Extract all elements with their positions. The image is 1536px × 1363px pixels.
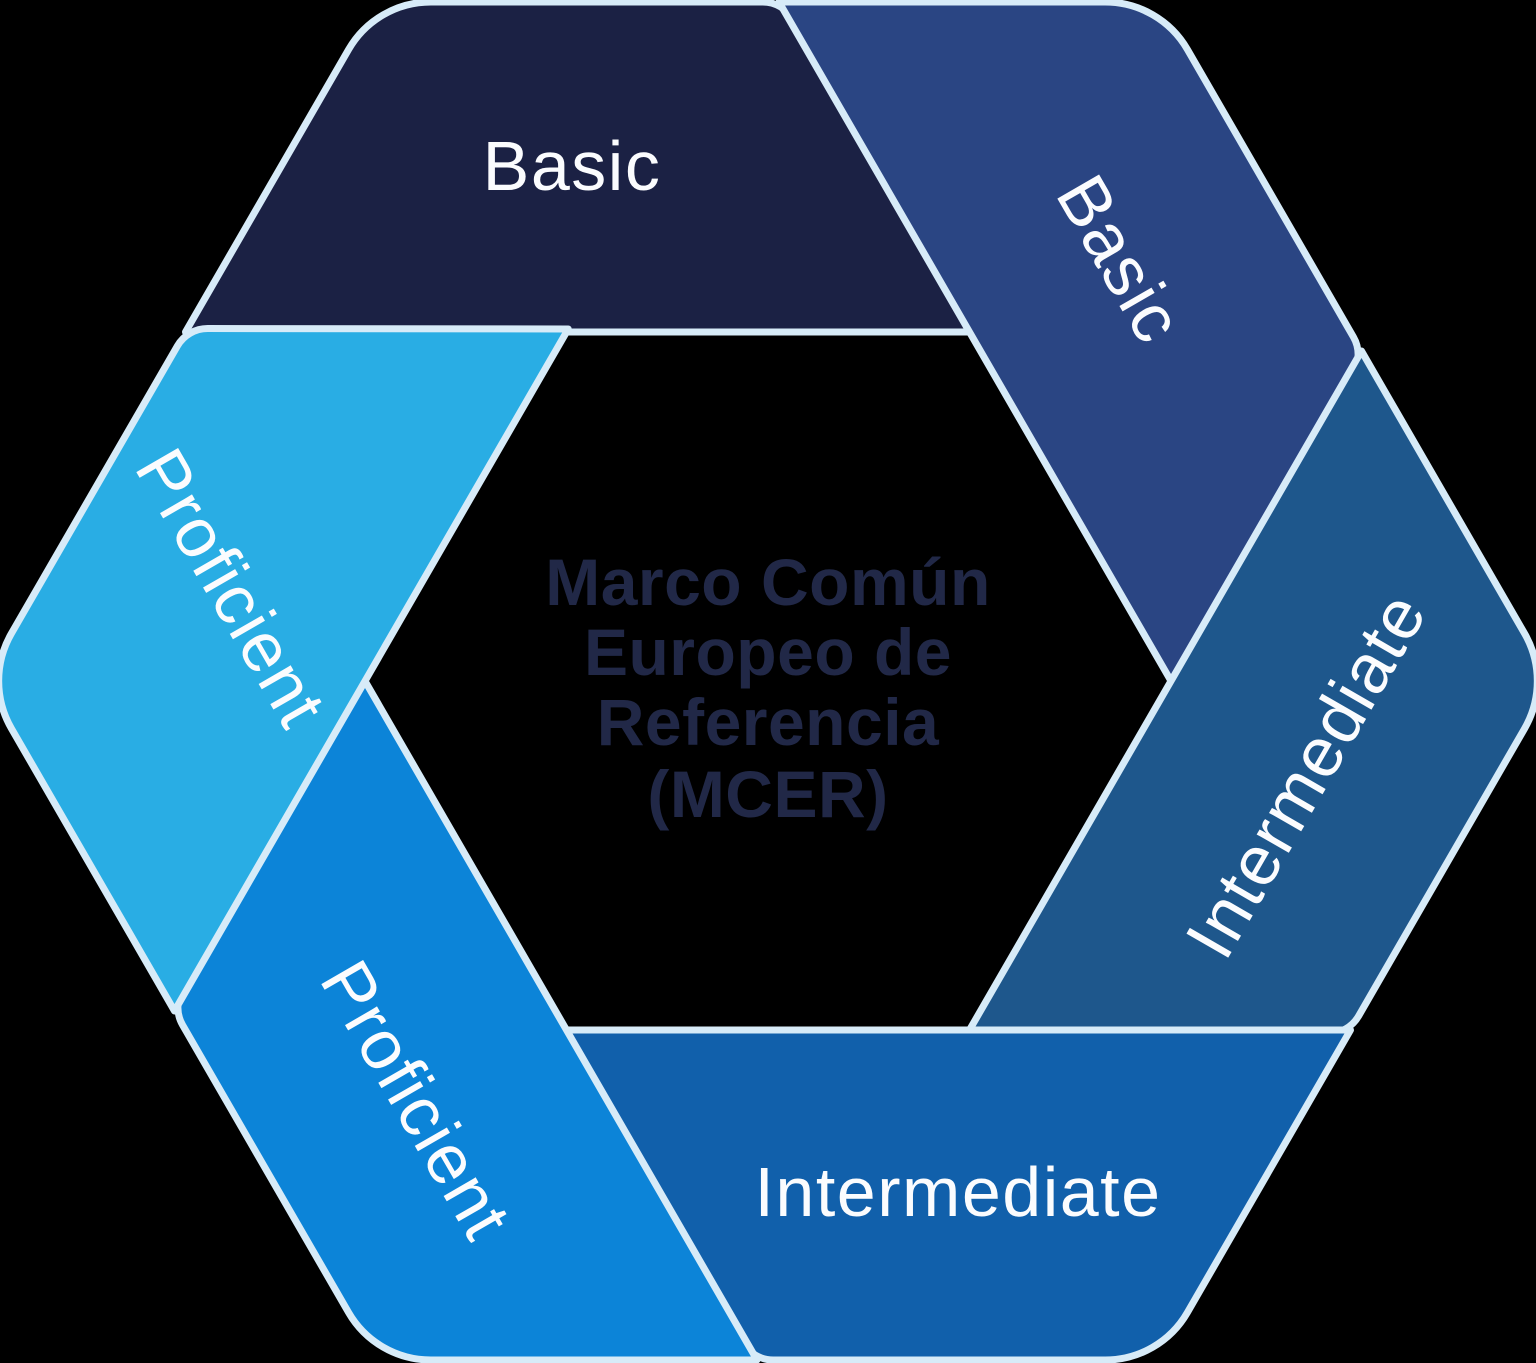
label-top: Basic <box>483 127 662 205</box>
center-title-line-2: Europeo de <box>584 615 952 689</box>
band-left <box>0 325 572 1015</box>
center-title-line-3: Referencia <box>597 685 940 759</box>
center-title-line-4: (MCER) <box>647 757 888 831</box>
label-bottom: Intermediate <box>754 1153 1161 1231</box>
center-title: Marco Común Europeo de Referencia (MCER) <box>545 545 991 831</box>
center-title-line-1: Marco Común <box>545 545 991 619</box>
